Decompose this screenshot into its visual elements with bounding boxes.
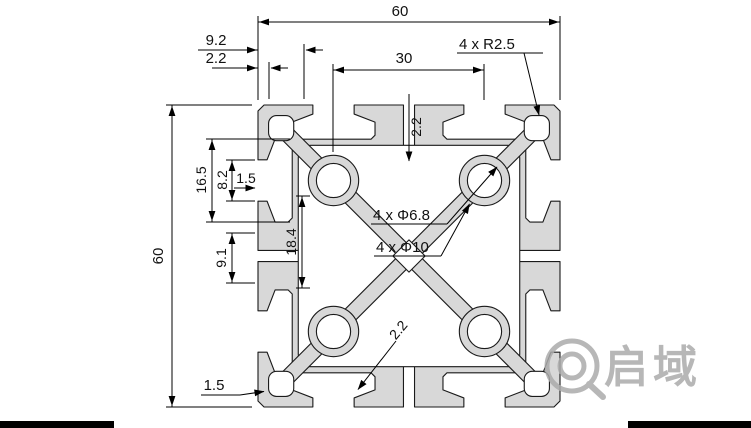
label-corner-radius: 4 x R2.5 xyxy=(457,36,543,116)
core-hole-bottom-left xyxy=(315,313,352,350)
dim-label-16-5: 16.5 xyxy=(193,166,209,193)
q-swirl-logo-icon xyxy=(544,338,606,400)
dim-label-2-2-center: 2.2 xyxy=(408,117,424,137)
corner-hole-bottom-left xyxy=(268,370,295,397)
dim-label-1-5-left: 1.5 xyxy=(236,170,256,186)
dim-2-2-top: 2.2 xyxy=(206,50,288,99)
watermark: 启域 xyxy=(544,338,702,400)
dim-width-top: 60 xyxy=(257,3,561,100)
dim-label-r2-5: 4 x R2.5 xyxy=(459,36,515,53)
corner-hole-bottom-right xyxy=(523,370,550,397)
label-core-hole: 4 x Φ6.8 xyxy=(371,166,498,225)
core-hole-bottom-right xyxy=(466,313,503,350)
dim-16-5: 16.5 xyxy=(193,138,290,223)
table-border-right xyxy=(628,421,751,428)
dim-1-5-left: 1.5 xyxy=(234,170,256,192)
dim-label-60-top: 60 xyxy=(392,3,409,20)
core-hole-top-left xyxy=(315,162,352,199)
watermark-text: 启域 xyxy=(604,342,702,393)
dim-9-2: 9.2 xyxy=(198,32,323,99)
dim-label-60-left: 60 xyxy=(150,248,167,265)
dim-8-2: 8.2 xyxy=(214,159,255,202)
dim-label-phi-10: 4 x Φ10 xyxy=(376,239,429,256)
corner-hole-top-right xyxy=(523,115,550,142)
dim-18-4: 18.4 xyxy=(283,195,310,289)
corner-hole-top-left xyxy=(268,115,295,142)
dim-label-2-2-top: 2.2 xyxy=(206,50,227,67)
dim-label-phi-6-8: 4 x Φ6.8 xyxy=(373,207,430,224)
corner-holes xyxy=(268,115,550,397)
dim-label-1-5-bottom: 1.5 xyxy=(204,377,225,394)
core-bosses xyxy=(307,154,511,358)
dim-label-30: 30 xyxy=(396,50,413,67)
dim-label-8-2: 8.2 xyxy=(214,170,230,190)
label-boss-hole: 4 x Φ10 xyxy=(374,203,470,257)
dim-30: 30 xyxy=(332,50,485,152)
dim-9-1: 9.1 xyxy=(213,232,255,284)
dim-height-left: 60 xyxy=(150,104,252,408)
dim-label-18-4: 18.4 xyxy=(283,228,299,255)
dim-label-9-1: 9.1 xyxy=(213,248,229,268)
table-border-left xyxy=(0,421,114,428)
dim-label-9-2: 9.2 xyxy=(206,32,227,49)
dim-1-5-bottom: 1.5 xyxy=(201,377,265,397)
dim-2-2-center: 2.2 xyxy=(405,94,424,162)
